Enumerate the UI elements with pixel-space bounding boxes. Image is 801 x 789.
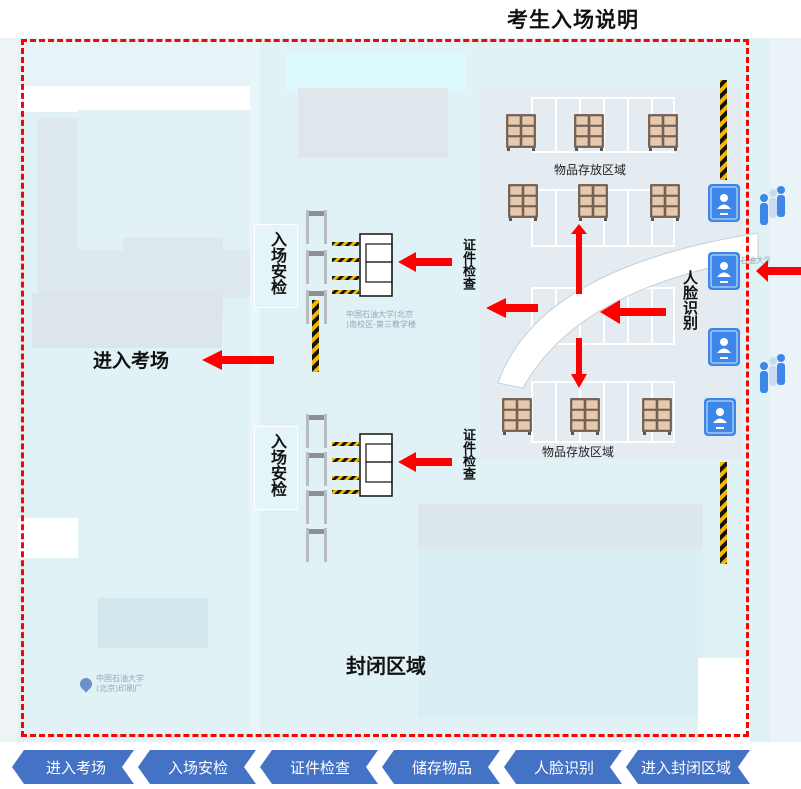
step-label: 进入封闭区域	[640, 759, 731, 777]
security-gate-icon	[306, 290, 327, 324]
building-block	[98, 598, 208, 648]
storage-cabinet-icon	[642, 398, 672, 435]
security-gate-icon	[306, 414, 327, 448]
id-check-desk-icon	[332, 433, 393, 497]
arrow-left-icon	[600, 300, 666, 324]
face-scan-device-icon	[708, 252, 740, 290]
road	[698, 658, 750, 742]
map-block	[250, 38, 260, 742]
enter-exam-label: 进入考场	[93, 350, 170, 372]
face-scan-device-icon	[704, 398, 736, 436]
security-gate-icon	[306, 250, 327, 284]
security-gate-icon	[306, 452, 327, 486]
people-icon	[760, 354, 785, 393]
security-gate-icon	[306, 210, 327, 244]
storage-cabinet-icon	[578, 184, 608, 221]
step-2: 入场安检	[134, 750, 262, 784]
poi-text: (北京)印刷厂	[96, 684, 143, 693]
arrow-left-icon	[756, 260, 801, 282]
security-gates	[306, 210, 393, 562]
storage-cabinet-icon	[648, 114, 678, 151]
step-label: 证件检查	[289, 759, 350, 777]
step-label: 人脸识别	[533, 759, 594, 777]
security-gate-icon	[306, 528, 327, 562]
building-block	[298, 88, 448, 158]
storage-cabinet-icon	[502, 398, 532, 435]
poi-text: )南校区-第三教学楼	[346, 320, 417, 329]
poi-text: 石油大学	[740, 256, 770, 265]
hazard-strip	[720, 462, 727, 564]
storage-cabinet-icon	[508, 184, 538, 221]
page-title: 考生入场说明	[507, 8, 639, 32]
id-check-desk-icon	[332, 233, 393, 297]
building-block	[418, 548, 703, 718]
storage-area-label: 物品存放区域	[542, 445, 615, 459]
face-scan-device-icon	[708, 328, 740, 366]
road	[18, 86, 250, 112]
road	[18, 518, 78, 558]
curved-path	[497, 232, 759, 389]
hazard-strip	[720, 80, 727, 180]
poi-building: 中国石油大学(北京 )南校区-第三教学楼	[346, 310, 416, 330]
step-label: 进入考场	[45, 759, 106, 777]
poi-campus: 石油大学	[740, 256, 770, 266]
step-6: 进入封闭区域	[622, 750, 750, 784]
venue-map: 进入考场 入场安检 入场安检 证件检查 证件检查 人脸识别 物品存放区域 物品存…	[18, 38, 770, 742]
arrow-left-icon	[486, 298, 538, 318]
map-edge-right	[770, 38, 801, 742]
step-label: 入场安检	[167, 759, 228, 777]
map-block	[286, 52, 466, 92]
hazard-strip	[312, 300, 319, 372]
id-check-label: 证件检查	[460, 238, 475, 290]
face-scan-device-icon	[708, 184, 740, 222]
poi-text: 中国石油大学	[96, 674, 144, 683]
security-label-box: 入场安检	[254, 224, 298, 308]
step-3: 证件检查	[256, 750, 384, 784]
arrow-left-icon	[398, 252, 452, 272]
building-block	[78, 110, 250, 250]
security-label-box: 入场安检	[254, 426, 298, 510]
step-label: 储存物品	[411, 759, 472, 777]
flow-arrows	[202, 224, 666, 472]
storage-area-label: 物品存放区域	[554, 163, 627, 177]
map-edge-left	[0, 38, 18, 742]
step-1: 进入考场	[12, 750, 140, 784]
arrow-left-icon	[202, 350, 274, 370]
step-4: 储存物品	[378, 750, 506, 784]
storage-cabinets	[502, 114, 680, 435]
hazard-strips	[312, 80, 727, 564]
id-check-label: 证件检查	[460, 428, 475, 480]
building-block	[32, 293, 222, 348]
storage-cabinet-icon	[570, 398, 600, 435]
arrow-left-icon	[398, 452, 452, 472]
queue-people	[756, 186, 801, 393]
poi-text: 中国石油大学(北京	[346, 310, 414, 319]
process-steps: 进入考场 入场安检 证件检查 储存物品 人脸识别 进入封闭区域	[12, 750, 772, 784]
storage-cabinet-icon	[574, 114, 604, 151]
closed-area-boundary	[21, 39, 749, 737]
storage-cabinet-icon	[506, 114, 536, 151]
step-5: 人脸识别	[500, 750, 628, 784]
people-icon	[760, 186, 785, 225]
arrow-up-icon	[571, 224, 587, 294]
poi-printing: 中国石油大学 (北京)印刷厂	[96, 674, 144, 694]
storage-cabinet-icon	[650, 184, 680, 221]
security-label: 入场安检	[268, 231, 287, 295]
closed-area-label: 封闭区域	[346, 654, 426, 678]
face-recognition-devices	[704, 184, 740, 436]
security-gate-icon	[306, 490, 327, 524]
security-label: 入场安检	[268, 433, 287, 497]
arrow-down-icon	[571, 338, 587, 388]
face-recognition-label: 人脸识别	[681, 270, 699, 330]
